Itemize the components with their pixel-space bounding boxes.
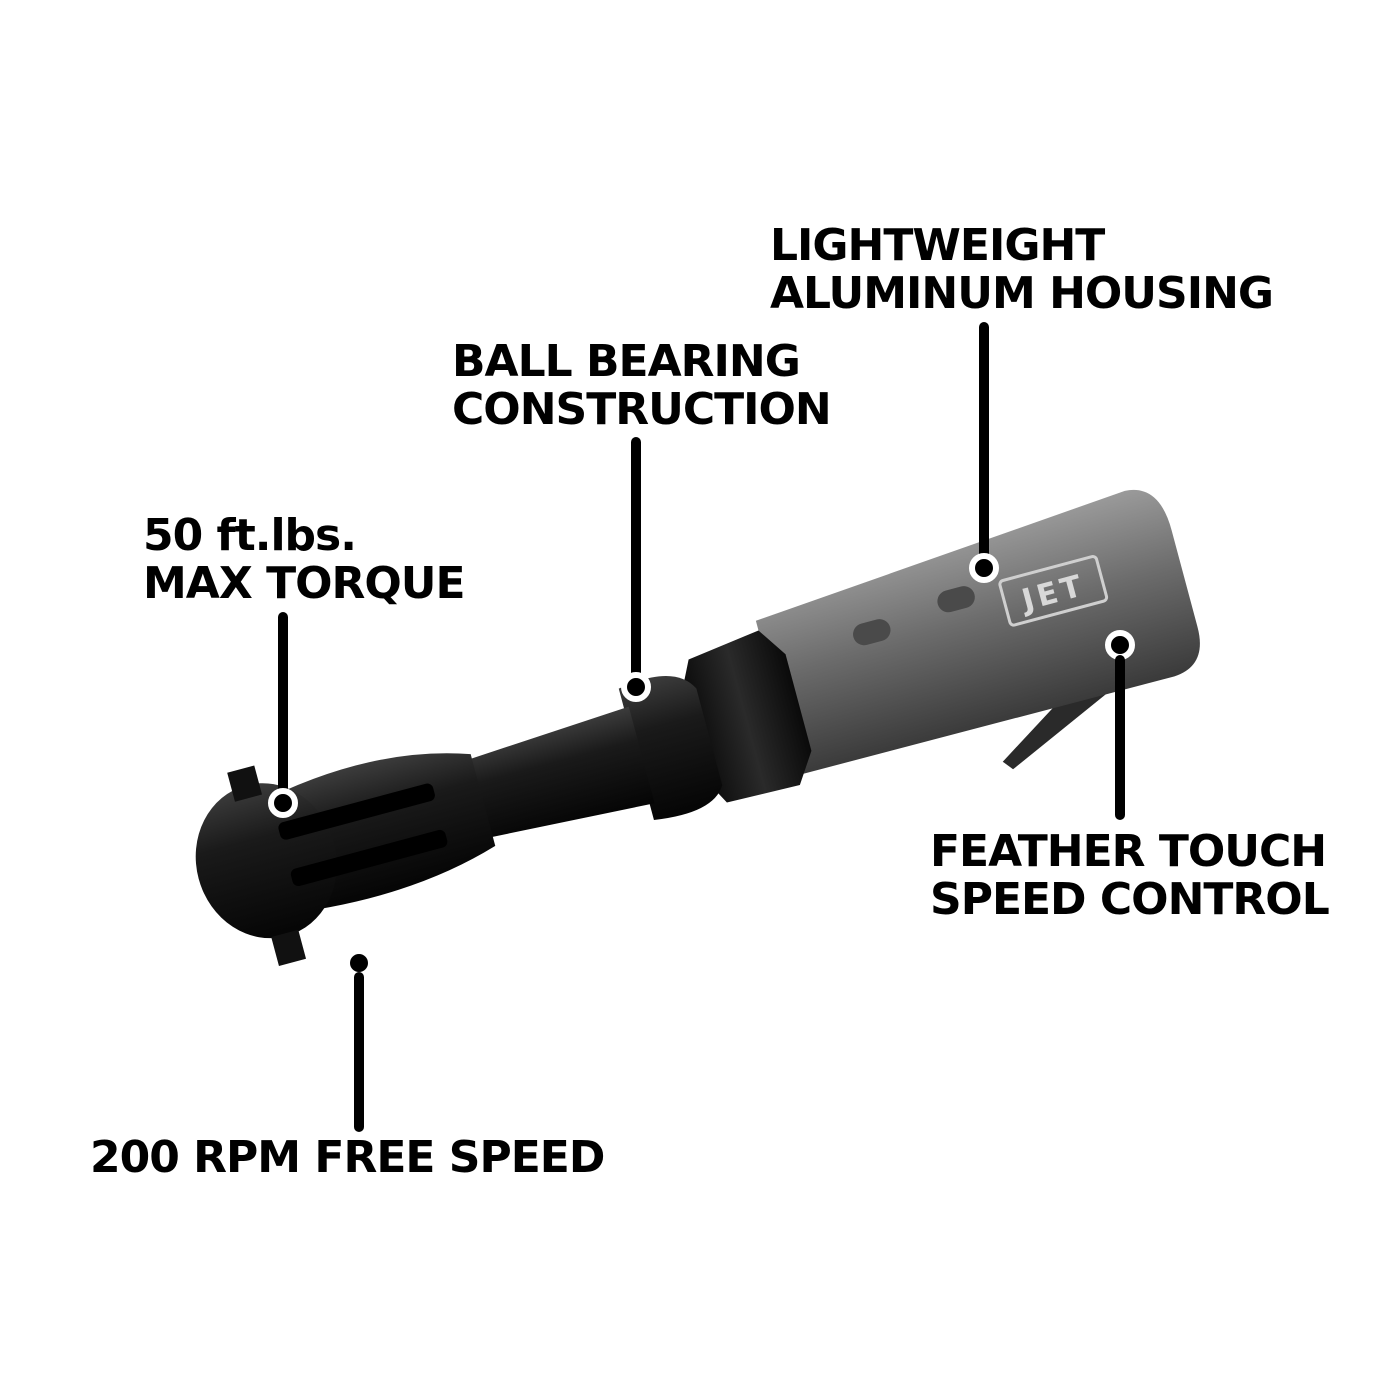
callout-torque-label: 50 ft.lbs. MAX TORQUE — [143, 510, 466, 609]
callout-torque-marker — [268, 788, 298, 818]
callout-bearing-label: BALL BEARING CONSTRUCTION — [452, 336, 832, 435]
callout-housing-label: LIGHTWEIGHT ALUMINUM HOUSING — [770, 220, 1274, 319]
square-drive — [227, 765, 263, 802]
callout-trigger-leader — [1115, 655, 1125, 820]
housing-grip-groove — [853, 619, 891, 646]
callout-housing-line2: ALUMINUM HOUSING — [770, 268, 1274, 319]
aluminum-housing — [755, 489, 1200, 776]
housing-grip-groove — [937, 586, 975, 613]
square-drive — [271, 929, 307, 966]
callout-speed-leader — [354, 972, 364, 1132]
callout-trigger-label: FEATHER TOUCH SPEED CONTROL — [930, 826, 1330, 925]
callout-trigger-line2: SPEED CONTROL — [930, 874, 1330, 925]
callout-torque-leader — [278, 612, 288, 802]
callout-bearing-line2: CONSTRUCTION — [452, 384, 832, 435]
callout-bearing-leader — [631, 437, 641, 687]
callout-bearing-line1: BALL BEARING — [452, 336, 801, 387]
callout-speed-line1: 200 RPM FREE SPEED — [90, 1132, 605, 1183]
callout-bearing-marker — [621, 672, 651, 702]
head-slot — [278, 783, 435, 840]
head-slot — [290, 829, 448, 887]
callout-torque-line1: 50 ft.lbs. — [143, 510, 357, 561]
ratchet-neck — [462, 706, 655, 839]
callout-housing-marker — [969, 553, 999, 583]
callout-housing-leader — [979, 322, 989, 567]
callout-housing-line1: LIGHTWEIGHT — [770, 220, 1105, 271]
callout-torque-line2: MAX TORQUE — [143, 558, 466, 609]
callout-speed-label: 200 RPM FREE SPEED — [90, 1132, 605, 1183]
callout-trigger-line1: FEATHER TOUCH — [930, 826, 1327, 877]
